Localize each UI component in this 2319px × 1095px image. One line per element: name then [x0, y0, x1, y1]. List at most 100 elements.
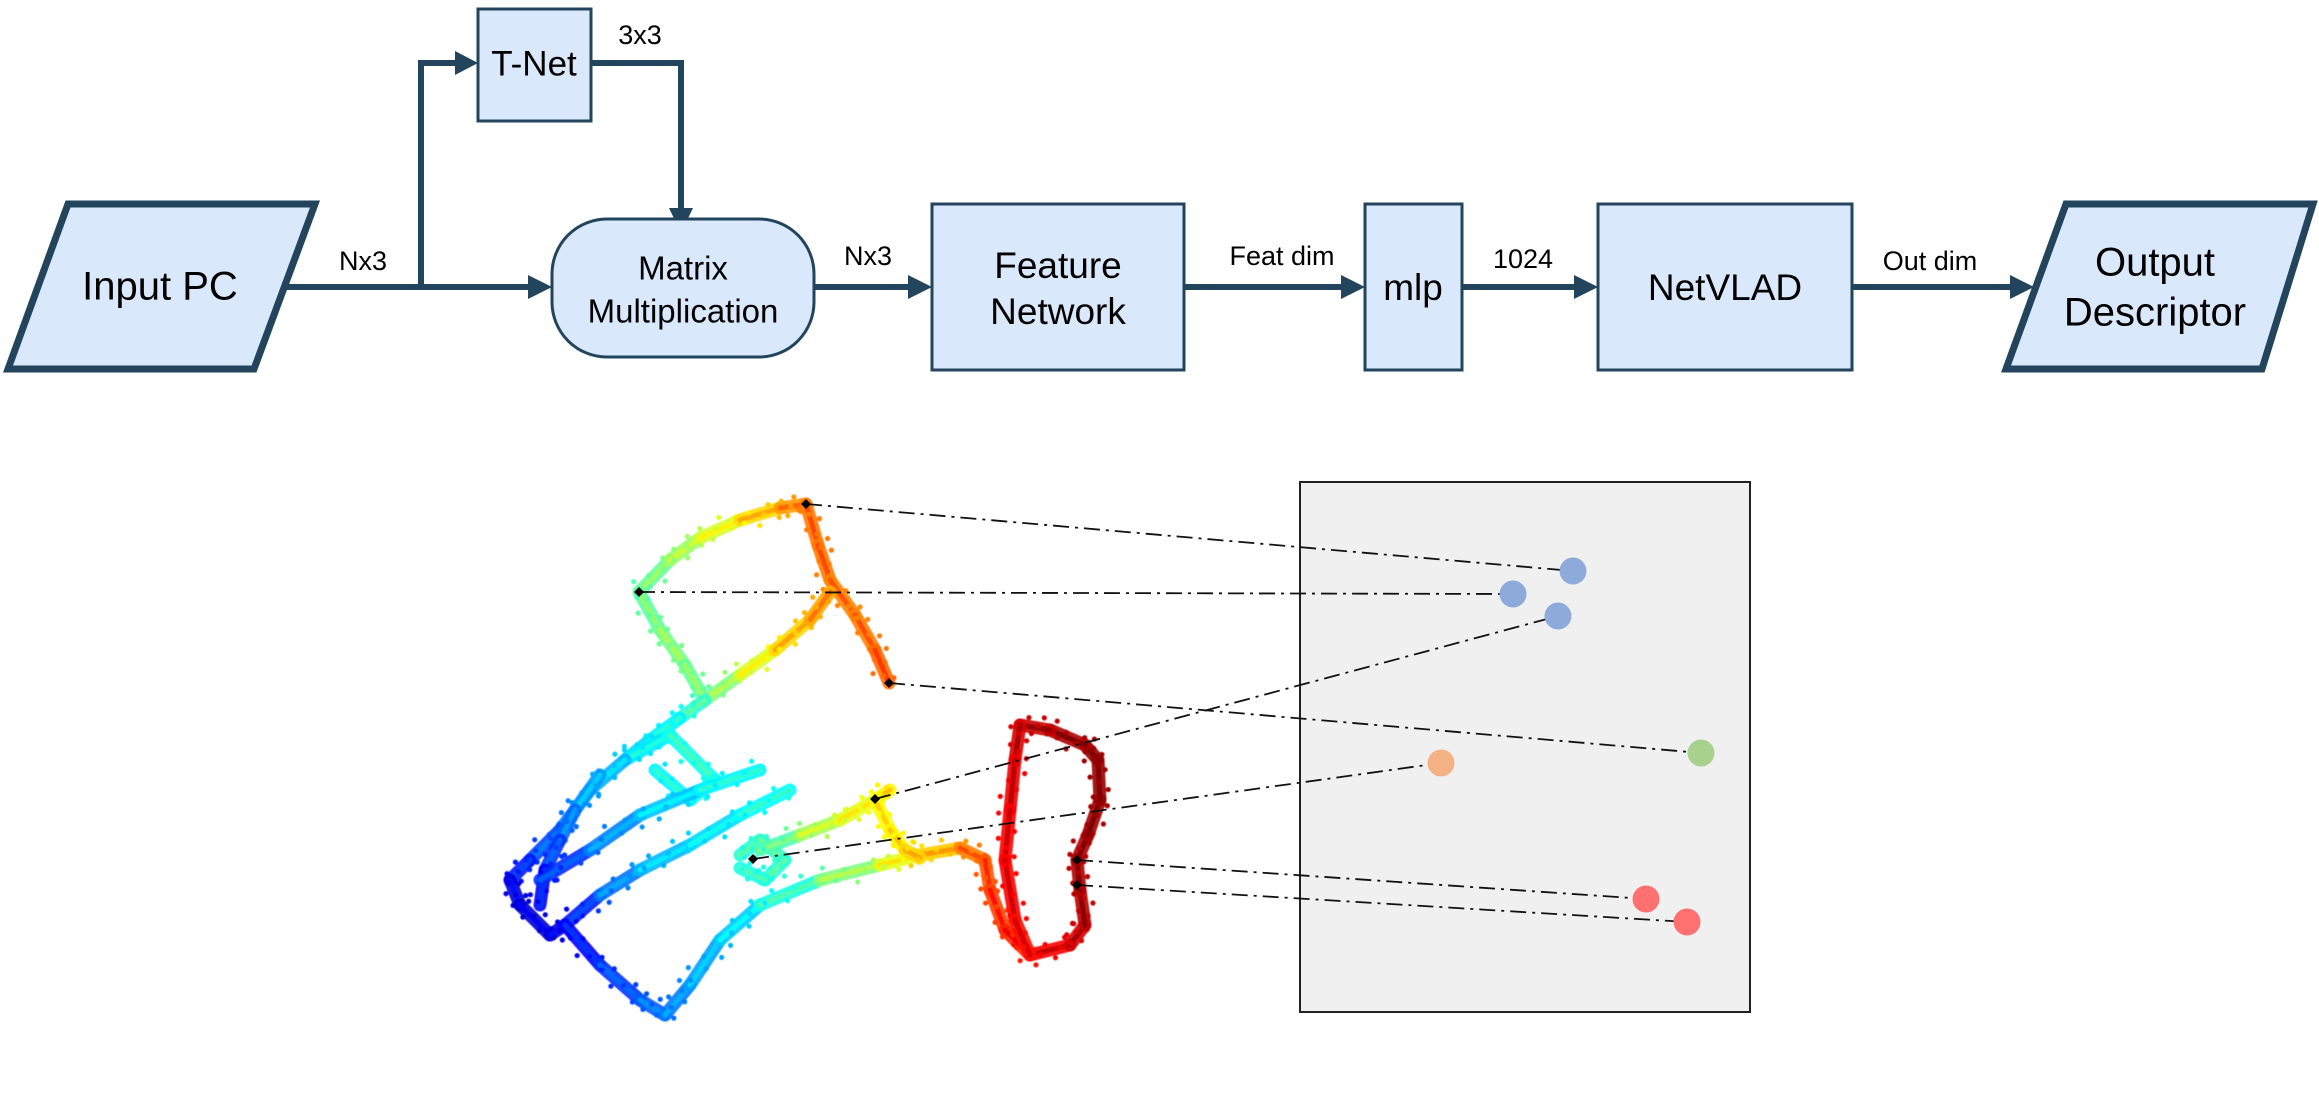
- point-speck: [880, 673, 887, 679]
- point-speck: [562, 852, 568, 858]
- node-mlp[interactable]: mlp: [1363, 202, 1464, 372]
- point-speck: [760, 846, 766, 852]
- point-speck: [881, 863, 887, 869]
- point-speck: [770, 875, 776, 881]
- point-speck: [706, 683, 712, 690]
- point-speck: [1071, 921, 1077, 927]
- point-speck: [992, 919, 998, 925]
- point-speck: [658, 778, 664, 784]
- correspondence-line: [638, 591, 1514, 595]
- road-centerline: [757, 832, 803, 853]
- feature-network-line2: Network: [990, 291, 1126, 332]
- point-speck: [834, 602, 841, 609]
- point-speck: [887, 811, 893, 818]
- node-t-net[interactable]: T-Net: [476, 7, 593, 123]
- point-speck: [595, 793, 602, 799]
- point-speck: [885, 853, 891, 859]
- point-speck: [1081, 758, 1087, 764]
- road-centerline: [687, 812, 743, 848]
- point-speck: [1083, 853, 1089, 860]
- place-marker-icon: [801, 499, 811, 509]
- point-speck: [1014, 761, 1020, 767]
- point-speck: [513, 891, 519, 898]
- point-speck: [928, 857, 934, 863]
- point-speck: [527, 867, 533, 873]
- road-centerline: [902, 847, 923, 861]
- point-speck: [900, 830, 906, 836]
- point-speck: [554, 877, 560, 883]
- road-centerline: [517, 902, 553, 938]
- point-speck: [1074, 929, 1080, 935]
- point-speck: [535, 899, 541, 905]
- point-speck: [1067, 851, 1073, 857]
- edge-label-feature: Feat dim: [1229, 241, 1334, 271]
- point-speck: [631, 579, 637, 585]
- point-speck: [1105, 786, 1111, 793]
- road-centerline: [636, 557, 673, 595]
- arrowhead-icon: [2010, 275, 2034, 299]
- mlp-shape: [1363, 202, 1464, 372]
- point-speck: [804, 527, 810, 533]
- point-speck: [676, 977, 683, 984]
- node-feature-network[interactable]: Feature Network: [930, 202, 1186, 372]
- point-speck: [611, 966, 617, 972]
- node-input-pc[interactable]: Input PC: [3, 200, 321, 373]
- point-speck: [987, 864, 994, 870]
- point-speck: [1035, 723, 1041, 729]
- point-speck: [575, 811, 581, 818]
- point-speck: [1026, 714, 1032, 721]
- point-speck: [635, 610, 641, 616]
- point-speck: [1084, 822, 1090, 828]
- road-centerline: [803, 501, 821, 548]
- point-speck: [685, 801, 691, 807]
- point-speck: [586, 953, 593, 960]
- point-speck: [689, 670, 695, 676]
- point-speck: [586, 802, 593, 808]
- point-speck: [784, 898, 791, 904]
- point-speck: [532, 837, 538, 843]
- point-speck: [657, 614, 664, 620]
- node-matrix-multiplication[interactable]: Matrix Multiplication: [550, 217, 816, 359]
- point-speck: [1012, 927, 1018, 934]
- node-output-descriptor[interactable]: Output Descriptor: [2001, 200, 2318, 373]
- point-speck: [1008, 724, 1014, 730]
- point-speck: [1005, 777, 1012, 783]
- road-centerline: [562, 892, 603, 928]
- point-speck: [1013, 787, 1020, 793]
- point-speck: [656, 641, 662, 647]
- point-speck: [663, 804, 669, 810]
- point-speck: [690, 703, 696, 709]
- point-speck: [701, 686, 707, 692]
- road-centerline: [657, 627, 688, 668]
- point-speck: [645, 853, 652, 859]
- point-speck: [776, 634, 783, 641]
- correspondence-line: [752, 762, 1442, 860]
- road-centerline: [622, 732, 673, 763]
- road-centerline: [697, 517, 743, 541]
- point-speck: [816, 516, 823, 522]
- point-speck: [764, 655, 771, 661]
- road-centerline: [837, 797, 878, 823]
- correspondence-line: [888, 682, 1702, 754]
- node-netvlad[interactable]: NetVLAD: [1596, 202, 1854, 372]
- point-speck: [876, 633, 883, 639]
- netvlad-shape: [1596, 202, 1854, 372]
- point-speck: [727, 942, 734, 948]
- point-speck: [1063, 729, 1069, 735]
- road-centerline: [597, 867, 643, 898]
- arrowhead-icon: [1341, 275, 1365, 299]
- road-centerline: [702, 672, 743, 703]
- point-speck: [601, 823, 608, 830]
- point-speck: [621, 747, 628, 753]
- edge-label-matrix: Nx3: [844, 241, 892, 271]
- road-centerline: [797, 817, 843, 838]
- point-speck: [669, 776, 676, 782]
- point-speck: [913, 848, 919, 854]
- point-speck: [739, 845, 745, 851]
- embedding-point-green: [1687, 739, 1715, 767]
- road-centerline: [527, 827, 563, 863]
- place-marker-icon: [1072, 855, 1082, 865]
- point-speck: [685, 965, 691, 971]
- point-speck: [1011, 828, 1018, 835]
- point-speck: [644, 991, 650, 997]
